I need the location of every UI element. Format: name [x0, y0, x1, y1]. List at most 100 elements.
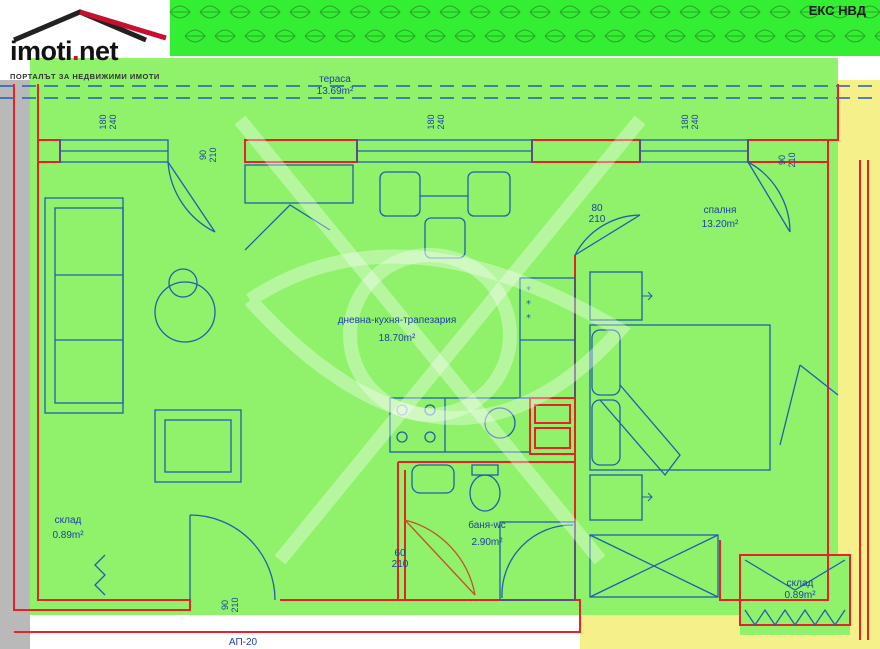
svg-text:*: *	[526, 313, 531, 324]
house-roof-icon	[13, 9, 167, 42]
living-name: дневна-кухня-трапезария	[337, 315, 457, 326]
hedge-leaf	[379, 5, 401, 19]
hedge-leaf	[184, 29, 206, 43]
door-entrance-top: 90	[220, 600, 230, 611]
doors	[94, 161, 839, 601]
burner-3	[396, 431, 408, 443]
hedge-leaf	[619, 5, 641, 19]
burner-2	[424, 404, 436, 416]
closet-right-label: склад 0.89m²	[765, 578, 835, 602]
door-terrace-right-swing	[747, 161, 791, 233]
hedge-leaf	[664, 29, 686, 43]
hedge-pattern	[169, 5, 880, 43]
door-terrace-left-dims: 90 210	[198, 140, 218, 170]
window-2-dims: 180 240	[426, 104, 446, 140]
hedge-leaf	[274, 29, 296, 43]
hedge-leaf	[709, 5, 731, 19]
window-2-bottom: 240	[436, 114, 446, 130]
hedge-leaf	[169, 5, 191, 19]
hedge-leaf	[409, 5, 431, 19]
desk	[244, 164, 354, 204]
hedge-leaf	[499, 5, 521, 19]
closet-right-area-value: 0.89m²	[784, 590, 816, 601]
side-table-small	[168, 268, 198, 298]
shower-door	[501, 524, 574, 599]
door-terrace-right-dims: 90 210	[777, 145, 797, 175]
window-3-top: 180	[680, 114, 690, 130]
terrace-area-value: 13.69m²	[316, 86, 354, 97]
watermark-logo	[234, 115, 646, 565]
terrace-label: тераса 13.69m²	[300, 74, 370, 98]
toilet-tank	[471, 464, 499, 476]
burner-4	[424, 431, 436, 443]
bedroom-chest	[589, 534, 719, 598]
right-closet-shelf-top	[744, 559, 846, 591]
hedge-leaf	[544, 29, 566, 43]
door-terrace-left-top: 90	[198, 150, 208, 161]
closet-right-name: склад	[786, 578, 814, 589]
hedge-leaf	[319, 5, 341, 19]
bedroom-name: спалня	[703, 205, 737, 216]
door-entrance-swing	[189, 514, 276, 601]
washbasin	[411, 464, 455, 494]
hedge-leaf	[874, 30, 880, 42]
door-closet-swing	[779, 364, 839, 446]
door-bathroom-bottom: 210	[391, 559, 409, 570]
hedge-leaf	[724, 29, 746, 43]
terrace-area	[30, 58, 838, 140]
hedge-leaf	[229, 5, 251, 19]
hedge-band	[170, 0, 880, 56]
window-1-top: 180	[98, 114, 108, 130]
door-bedroom-bottom: 210	[588, 214, 606, 225]
hedge-leaf	[604, 29, 626, 43]
window-1-dims: 180 240	[98, 104, 118, 140]
imoti-logo: imoti.net ПОРТАЛЪТ ЗА НЕДВИЖИМИ ИМОТИ	[8, 8, 178, 86]
hedge-leaf	[574, 29, 596, 43]
hedge-leaf	[469, 5, 491, 19]
door-terrace-right-bottom: 210	[787, 152, 797, 168]
closet-left-area-value: 0.89m²	[52, 530, 84, 541]
closet-left-name: склад	[54, 515, 82, 526]
furniture	[44, 164, 846, 627]
door-entrance-bottom: 210	[230, 597, 240, 613]
hedge-leaf	[754, 29, 776, 43]
door-bedroom-swing	[574, 214, 641, 256]
bedroom-label: спалня 13.20m²	[680, 205, 760, 231]
hedge-leaf	[814, 29, 836, 43]
hedge-leaf	[259, 5, 281, 19]
outer-wall-left	[13, 84, 191, 611]
corridor-label: АП-20	[228, 637, 258, 648]
right-wall-inner	[859, 160, 869, 640]
terrace-name: тераса	[319, 74, 351, 85]
svg-text:*: *	[526, 299, 531, 310]
door-bathroom-top: 60	[394, 548, 406, 559]
windows	[59, 139, 749, 163]
agency-mark: ЕКС НВД	[808, 3, 866, 18]
bed-sheet-fold	[599, 384, 681, 477]
door-bedroom-dims: 80 210	[582, 203, 612, 225]
hedge-leaf	[484, 29, 506, 43]
chair-2	[467, 171, 511, 217]
shower-tray	[499, 521, 576, 601]
hedge-leaf	[649, 5, 671, 19]
hedge-leaf	[634, 29, 656, 43]
door-terrace-left-bottom: 210	[208, 147, 218, 163]
outer-wall-right	[719, 84, 839, 601]
hedge-leaf	[799, 5, 821, 19]
burner-1	[396, 404, 408, 416]
side-table	[154, 281, 216, 343]
hedge-leaf	[739, 5, 761, 19]
pillow-2	[591, 399, 621, 466]
outer-wall-bottom	[14, 599, 581, 633]
closet-left-zigzag	[94, 554, 106, 596]
window-1-bottom: 240	[108, 114, 118, 130]
hedge-leaf	[844, 29, 866, 43]
asterisks: * * *	[526, 285, 531, 324]
logo-tagline: ПОРТАЛЪТ ЗА НЕДВИЖИМИ ИМОТИ	[10, 72, 160, 81]
living-label: дневна-кухня-трапезария 18.70m²	[292, 315, 502, 345]
hedge-leaf	[679, 5, 701, 19]
right-closet-shelf	[744, 608, 846, 627]
door-terrace-right-top: 90	[777, 155, 787, 166]
hedge-leaf	[514, 29, 536, 43]
